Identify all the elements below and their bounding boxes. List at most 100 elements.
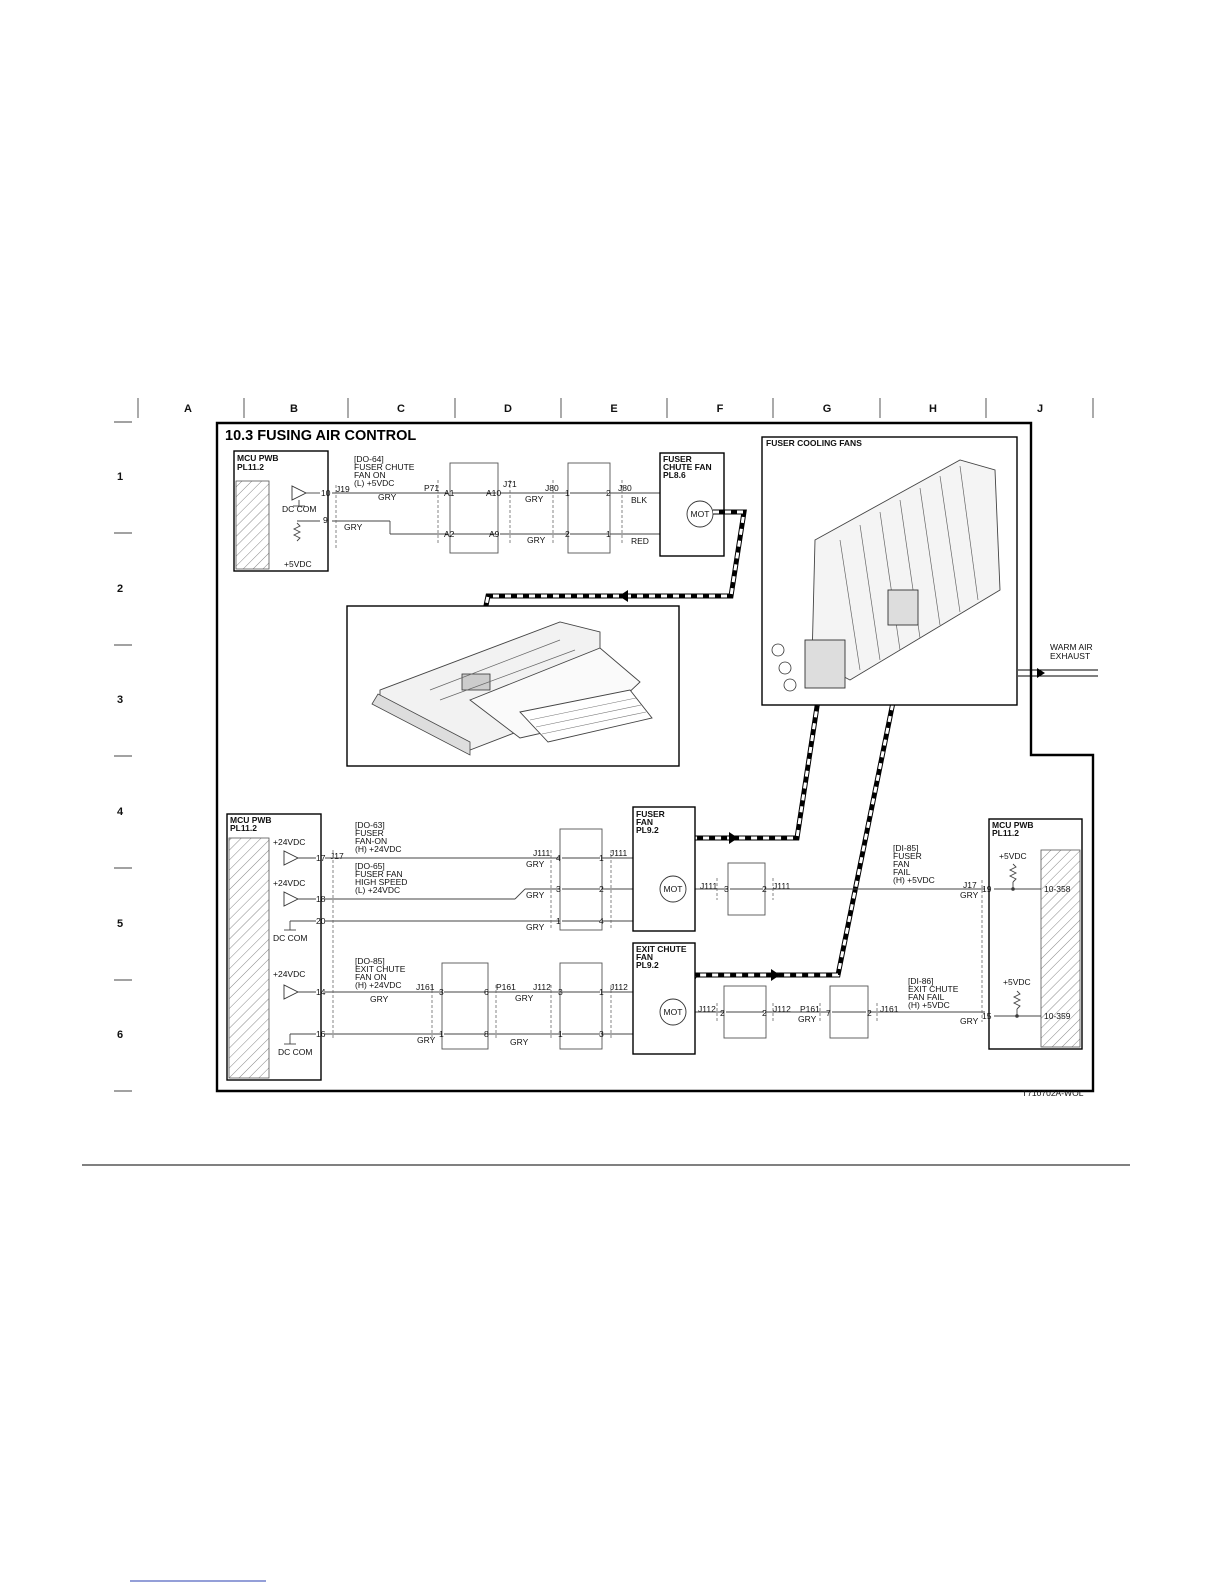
conn-p71: P71 [424, 483, 439, 493]
mcu3-5v-b: +5VDC [1003, 977, 1031, 987]
col-label-b: B [290, 403, 298, 415]
driver-icon [291, 485, 308, 501]
mcu1-pin10: 10 [321, 488, 331, 498]
di86-l2: EXIT CHUTE [908, 984, 959, 994]
pin-3a: 3 [556, 884, 561, 894]
chute-fan-l3: PL8.6 [663, 470, 686, 480]
mcu1-dccom: DC COM [282, 504, 316, 514]
conn-p161-a: P161 [496, 982, 516, 992]
pin-2d: 2 [762, 884, 767, 894]
fuser-fan-mot: MOT [664, 884, 683, 894]
mcu1-jack: J19 [336, 484, 350, 494]
pin-1c: 1 [599, 853, 604, 863]
pin-4a: 4 [556, 853, 561, 863]
wire-gry-10: GRY [417, 1035, 436, 1045]
mcu2-pin14: 14 [316, 987, 326, 997]
exit-fan-l1: EXIT CHUTE [636, 944, 687, 954]
do64-l3: FAN ON [354, 470, 386, 480]
pin-3b: 3 [724, 884, 729, 894]
di85-id: [DI-85] [893, 843, 919, 853]
row-label-5: 5 [117, 918, 123, 930]
conn-j111-d: J111 [773, 881, 790, 891]
fuser-fan: FUSER FAN PL9.2 MOT [632, 806, 696, 932]
top-wiring: GRY GRY P71 A1 A10 J71 A2 A9 J80 J80 GRY… [332, 462, 689, 554]
pin-1a: 1 [565, 488, 570, 498]
mcu3-part: PL11.2 [992, 828, 1019, 838]
mcu-pwb-right: MCU PWB PL11.2 +5VDC +5VDC 19 15 J17 GRY… [960, 818, 1083, 1050]
pin-a1: A1 [444, 488, 455, 498]
row-label-3: 3 [117, 694, 123, 706]
wire-gry-11: GRY [510, 1037, 529, 1047]
pin-2g: 2 [867, 1008, 872, 1018]
driver-icon [283, 850, 300, 866]
col-label-j: J [1037, 403, 1043, 415]
col-label-f: F [717, 403, 724, 415]
mcu1-part: PL11.2 [237, 462, 264, 472]
col-label-h: H [929, 403, 937, 415]
mcu3-5v-a: +5VDC [999, 851, 1027, 861]
conn-j161-a: J161 [416, 982, 435, 992]
bottom-wiring: J111 GRY 4 1 J111 GRY 3 2 GRY 1 4 J111 3… [325, 828, 985, 1050]
exit-chute-fan: EXIT CHUTE FAN PL9.2 MOT [632, 942, 696, 1055]
mcu2-dccom-1: DC COM [273, 933, 307, 943]
chute-fan-l2: CHUTE FAN [663, 462, 712, 472]
fuser-chute-fan: FUSER CHUTE FAN PL8.6 MOT [659, 452, 725, 557]
wire-blk: BLK [631, 495, 647, 505]
mcu1-pin9: 9 [323, 515, 328, 525]
pin-2e: 2 [720, 1008, 725, 1018]
wire-gry-13: GRY [960, 890, 979, 900]
mcu-pwb-top: MCU PWB PL11.2 DC COM +5VDC 10 9 J19 [233, 450, 350, 572]
arrow-right-icon [771, 969, 780, 981]
pin-a2: A2 [444, 529, 455, 539]
di85-l3: FAN [893, 859, 910, 869]
do65-l2: FUSER FAN [355, 869, 403, 879]
wire-red: RED [631, 536, 649, 546]
arrow-left-icon [619, 590, 628, 602]
conn-j80a: J80 [545, 483, 559, 493]
mcu2-24v-c: +24VDC [273, 969, 305, 979]
wire-gry-2: GRY [344, 522, 363, 532]
pin-8: 8 [484, 1029, 489, 1039]
driver-icon [283, 891, 300, 907]
wire-gry-3: GRY [525, 494, 544, 504]
arrow-right-icon [1037, 668, 1045, 678]
signal-do64: [DO-64] FUSER CHUTE FAN ON (L) +5VDC [354, 454, 415, 488]
do64-l2: FUSER CHUTE [354, 462, 415, 472]
resistor-icon [1012, 990, 1022, 1010]
mcu3-ref-1: 10-358 [1044, 884, 1071, 894]
column-labels: A B C D E F G H J [184, 403, 1043, 415]
arrow-right-icon [729, 832, 738, 844]
row-label-1: 1 [117, 471, 123, 483]
conn-j112-b: J112 [610, 982, 628, 992]
fuser-fan-l3: PL9.2 [636, 825, 659, 835]
conn-p161-b: P161 [800, 1004, 820, 1014]
mcu2-24v-a: +24VDC [273, 837, 305, 847]
pin-1d: 1 [556, 916, 561, 926]
chute-fan-mot: MOT [691, 509, 710, 519]
di85-l5: (H) +5VDC [893, 875, 935, 885]
mcu3-ref-2: 10-359 [1044, 1011, 1071, 1021]
wire-gry-6: GRY [526, 890, 545, 900]
mcu-pwb-left: MCU PWB PL11.2 +24VDC +24VDC +24VDC DC C… [226, 813, 344, 1081]
row-labels: 1 2 3 4 5 6 [117, 471, 124, 1041]
pin-2b: 2 [565, 529, 570, 539]
mcu2-jack: J17 [330, 851, 344, 861]
wire-gry-1: GRY [378, 492, 397, 502]
row-label-2: 2 [117, 583, 123, 595]
wire-gry-12: GRY [798, 1014, 817, 1024]
wire-gry-7: GRY [526, 922, 545, 932]
do64-l4: (L) +5VDC [354, 478, 394, 488]
wire-gry-9: GRY [515, 993, 534, 1003]
cooling-fans-label: FUSER COOLING FANS [766, 438, 862, 448]
exit-fan-l2: FAN [636, 952, 653, 962]
mcu2-pin16: 16 [316, 1029, 326, 1039]
pin-3d: 3 [558, 987, 563, 997]
pin-6: 6 [484, 987, 489, 997]
mcu2-pin20: 20 [316, 916, 326, 926]
do65-id: [DO-65] [355, 861, 385, 871]
col-label-c: C [397, 403, 405, 415]
mcu2-label: MCU PWB [230, 815, 272, 825]
wire-gry-8: GRY [370, 994, 389, 1004]
wire-gry-5: GRY [526, 859, 545, 869]
